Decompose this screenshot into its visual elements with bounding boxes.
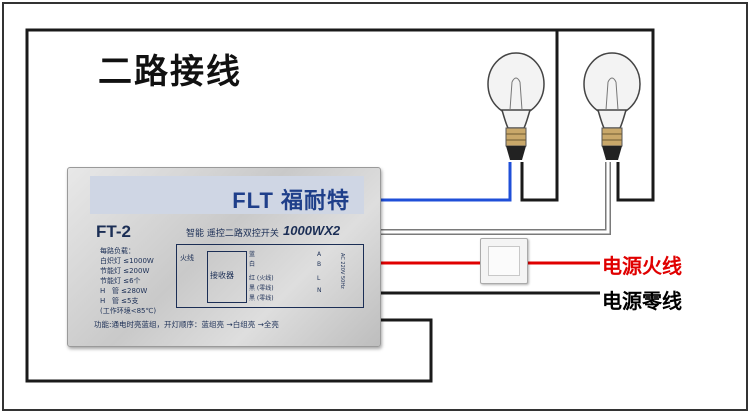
neutral-loop-wire — [25, 28, 559, 383]
terminal-mark: A — [317, 251, 322, 258]
live-wire-label: 电源火线 — [602, 254, 682, 278]
switch-key[interactable] — [488, 246, 520, 276]
terminal-label: 白 — [249, 261, 256, 268]
device-brand: FLT 福耐特 — [232, 188, 350, 213]
device-function-text: 功能:通电时亮蓝组，开灯顺序：蓝组亮 →白组亮 →全亮 — [94, 320, 279, 329]
terminal-mark: B — [317, 261, 322, 268]
terminal-label: 红 (火线) — [249, 275, 274, 282]
blue-lamp1-wire — [379, 162, 512, 202]
neutral-wire-label: 电源零线 — [602, 289, 682, 313]
terminal-mark: N — [317, 287, 322, 294]
device-rating: 1000WX2 — [283, 223, 341, 238]
device-wiring-panel: 火线 接收器 蓝 白 红 (火线) 黑 (零线) 黑 (零线) A B L N … — [176, 244, 364, 308]
terminal-label: 黑 (零线) — [249, 295, 274, 302]
diagram-title: 二路接线 — [98, 52, 242, 92]
device-model: FT-2 — [96, 222, 131, 241]
remote-switch-device: FLT 福耐特 FT-2 智能 遥控二路双控开关 1000WX2 每路负载： 白… — [67, 167, 381, 347]
light-bulb-icon — [487, 52, 545, 160]
receiver-box: 接收器 — [207, 251, 247, 303]
wall-switch-icon[interactable] — [480, 238, 528, 284]
terminal-label: 黑 (零线) — [249, 285, 274, 292]
terminal-label: 蓝 — [249, 251, 256, 258]
receiver-label: 接收器 — [210, 271, 234, 280]
device-side-text: AC 220V 50Hz — [339, 253, 345, 289]
white-lamp2-wire — [379, 162, 610, 234]
terminal-mark: L — [317, 275, 321, 282]
light-bulb-icon — [583, 52, 641, 160]
white-lamp2-wire-outline — [379, 162, 611, 235]
device-description: 智能 遥控二路双控开关 — [186, 229, 279, 239]
panel-fire-label: 火线 — [180, 254, 194, 262]
lamp2-neutral-wire — [557, 28, 655, 202]
device-specs: 每路负载： 白炽灯 ≤1000W 节能灯 ≤200W 节能灯 ≤6个 H 管 ≤… — [100, 247, 157, 315]
device-brand-band: FLT 福耐特 — [90, 176, 364, 214]
